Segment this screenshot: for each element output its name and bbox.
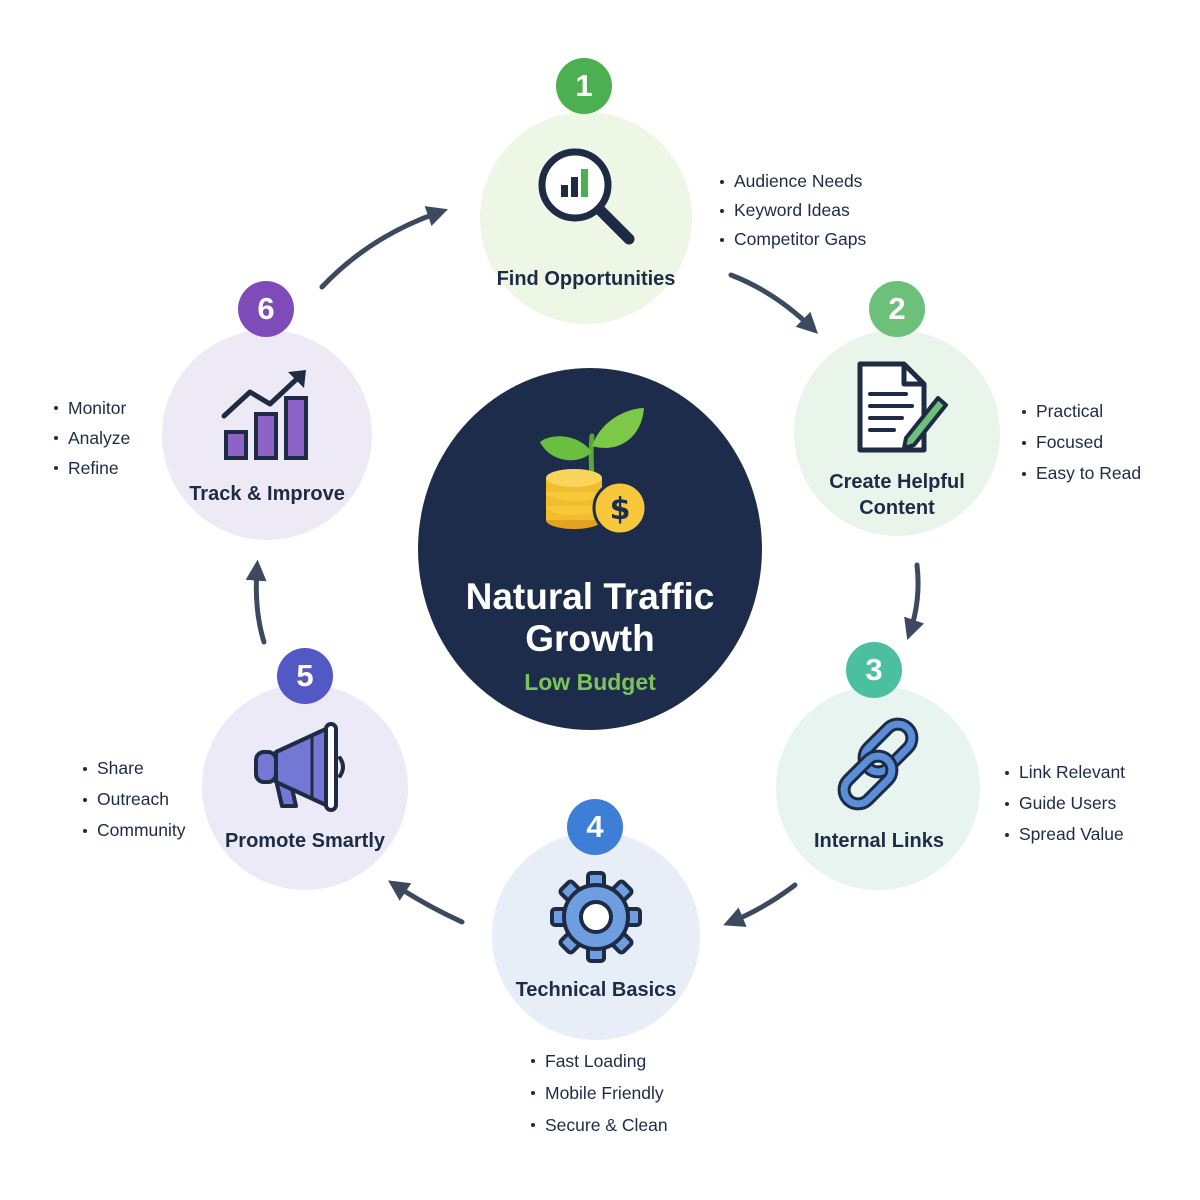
step-3-label: Internal Links bbox=[813, 830, 945, 852]
gear-icon bbox=[550, 871, 642, 963]
arrow-2-to-3 bbox=[904, 562, 925, 640]
magnifier-chart-icon bbox=[538, 148, 635, 245]
growth-chart-icon bbox=[221, 370, 308, 460]
step-1-label: Find Opportunities bbox=[496, 268, 676, 290]
step-2-bullets: Practical Focused Easy to Read bbox=[1020, 396, 1141, 489]
list-item: Outreach bbox=[81, 784, 186, 815]
arrow-3-to-4 bbox=[723, 882, 798, 927]
list-item: Practical bbox=[1020, 396, 1141, 427]
step-5-bullets: Share Outreach Community bbox=[81, 753, 186, 846]
step-4-badge: 4 bbox=[567, 799, 623, 855]
center-hub: $ Natural Traffic Growth Low Budget bbox=[418, 368, 762, 730]
arrow-1-to-2 bbox=[728, 272, 819, 334]
list-item: Secure & Clean bbox=[529, 1109, 668, 1141]
list-item: Guide Users bbox=[1003, 788, 1125, 819]
step-6-label: Track & Improve bbox=[189, 483, 345, 505]
list-item: Mobile Friendly bbox=[529, 1077, 668, 1109]
chain-link-icon bbox=[837, 717, 919, 811]
arrow-6-to-1 bbox=[319, 206, 448, 290]
list-item: Audience Needs bbox=[718, 167, 866, 196]
document-pencil-icon bbox=[857, 361, 948, 453]
step-4-label: Technical Basics bbox=[515, 979, 677, 1001]
list-item: Focused bbox=[1020, 427, 1141, 458]
list-item: Share bbox=[81, 753, 186, 784]
list-item: Community bbox=[81, 815, 186, 846]
list-item: Spread Value bbox=[1003, 819, 1125, 850]
arrow-4-to-5 bbox=[388, 880, 465, 925]
megaphone-icon bbox=[254, 722, 345, 812]
step-1-badge: 1 bbox=[556, 58, 612, 114]
step-3-bullets: Link Relevant Guide Users Spread Value bbox=[1003, 757, 1125, 850]
list-item: Link Relevant bbox=[1003, 757, 1125, 788]
step-2-badge: 2 bbox=[869, 281, 925, 337]
list-item: Keyword Ideas bbox=[718, 196, 866, 225]
step-5-badge: 5 bbox=[277, 648, 333, 704]
list-item: Easy to Read bbox=[1020, 458, 1141, 489]
center-subtitle: Low Budget bbox=[524, 669, 656, 695]
list-item: Refine bbox=[52, 453, 130, 483]
svg-text:$: $ bbox=[610, 492, 631, 527]
list-item: Analyze bbox=[52, 423, 130, 453]
arrow-5-to-6 bbox=[245, 559, 267, 645]
step-1-bullets: Audience Needs Keyword Ideas Competitor … bbox=[718, 167, 866, 254]
step-6-badge: 6 bbox=[238, 281, 294, 337]
step-4-bullets: Fast Loading Mobile Friendly Secure & Cl… bbox=[529, 1045, 668, 1141]
step-6-bullets: Monitor Analyze Refine bbox=[52, 393, 130, 483]
step-3-badge: 3 bbox=[846, 642, 902, 698]
seedling-coins-icon: $ bbox=[540, 408, 646, 536]
list-item: Competitor Gaps bbox=[718, 225, 866, 254]
step-5-label: Promote Smartly bbox=[224, 830, 386, 852]
list-item: Fast Loading bbox=[529, 1045, 668, 1077]
list-item: Monitor bbox=[52, 393, 130, 423]
center-title: Natural Traffic Growth bbox=[465, 576, 715, 659]
